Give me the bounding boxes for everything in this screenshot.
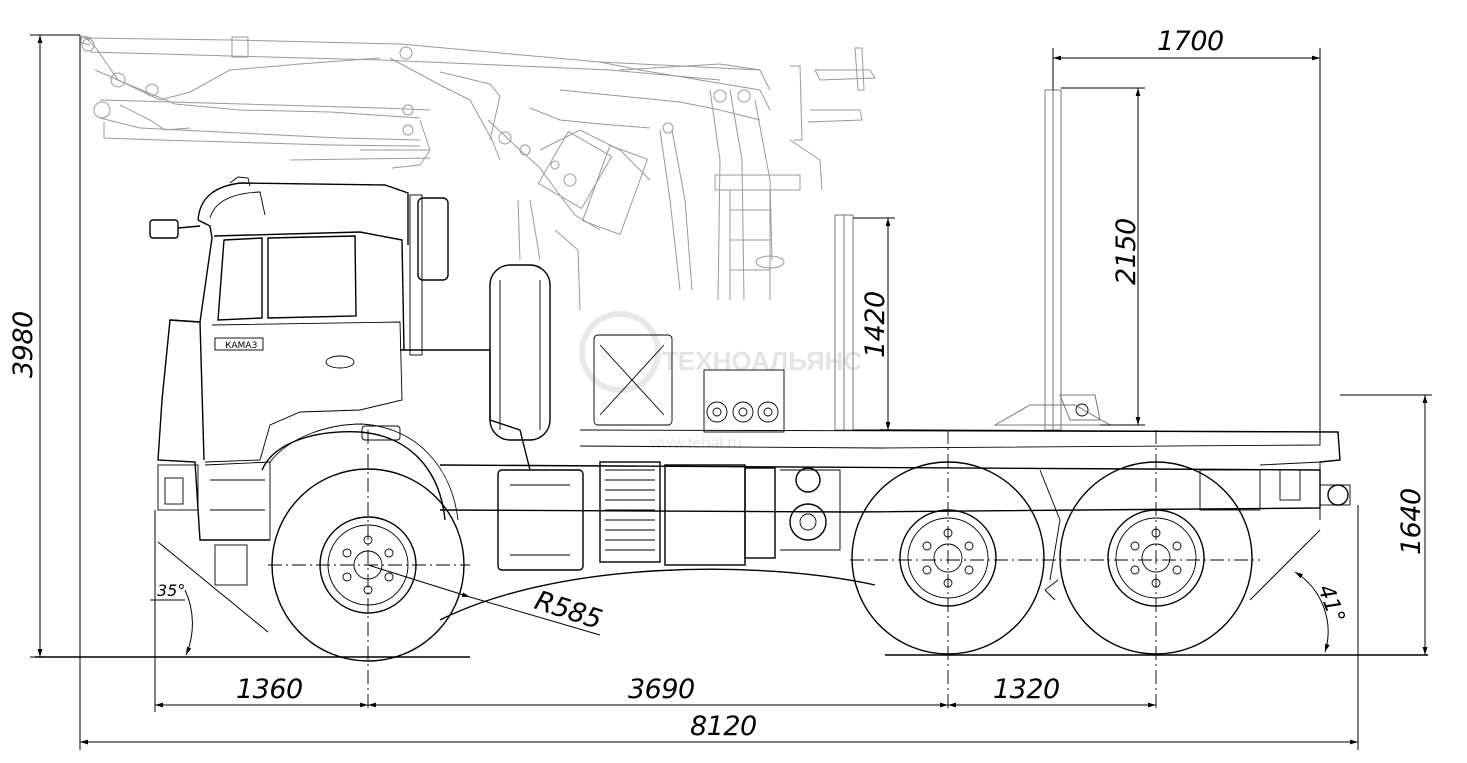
grapple (487, 119, 651, 236)
watermark: ТЕХНОАЛЬЯНС www.tehal.ru (579, 311, 862, 452)
dim-approach-angle: 35° (150, 541, 269, 656)
dim-overall-height-label: 3980 (8, 311, 39, 378)
dim-overall-height: 3980 (8, 34, 80, 658)
dim-departure-angle: 41° (1249, 529, 1349, 653)
dim-stanchion-spacing-label: 1700 (1157, 26, 1224, 57)
dim-frame-height: 1640 (1340, 394, 1432, 655)
axle-centerlines (268, 430, 1260, 710)
dim-wheelbase: 3690 (368, 674, 948, 708)
dim-rear-stanchion-height: 2150 (1061, 87, 1145, 426)
dim-front-overhang: 1360 (154, 510, 368, 712)
dim-stanchion-spacing: 1700 (1052, 26, 1321, 440)
ground-line (35, 654, 1428, 658)
log-bunk (593, 89, 1112, 433)
crane-operator-seat (714, 47, 876, 300)
crane-boom (79, 35, 876, 311)
chassis-frame (400, 264, 1351, 601)
dim-rear-axle-spacing: 1320 (948, 674, 1156, 708)
dim-departure-angle-label: 41° (1312, 582, 1349, 627)
dim-overall-length: 8120 (79, 35, 1359, 750)
truck-cab: КАМАЗ (149, 176, 459, 586)
watermark-brand: ТЕХНОАЛЬЯНС (662, 346, 862, 376)
breakover-arc (439, 568, 876, 621)
dim-frame-height-label: 1640 (1396, 488, 1427, 555)
dim-rear-axle-spacing-label: 1320 (993, 674, 1060, 705)
watermark-url: www.tehal.ru (649, 435, 742, 452)
cab-badge: КАМАЗ (225, 341, 257, 351)
dim-front-stanchion-height: 1420 (853, 217, 895, 431)
dim-wheelbase-label: 3690 (628, 674, 695, 705)
dim-front-overhang-label: 1360 (236, 674, 303, 705)
dim-turning-radius-label: R585 (531, 585, 606, 636)
dim-rear-stanchion-height-label: 2150 (1111, 218, 1142, 285)
dim-front-stanchion-height-label: 1420 (860, 291, 891, 358)
dim-overall-length-label: 8120 (690, 711, 757, 742)
dim-approach-angle-label: 35° (157, 581, 185, 600)
